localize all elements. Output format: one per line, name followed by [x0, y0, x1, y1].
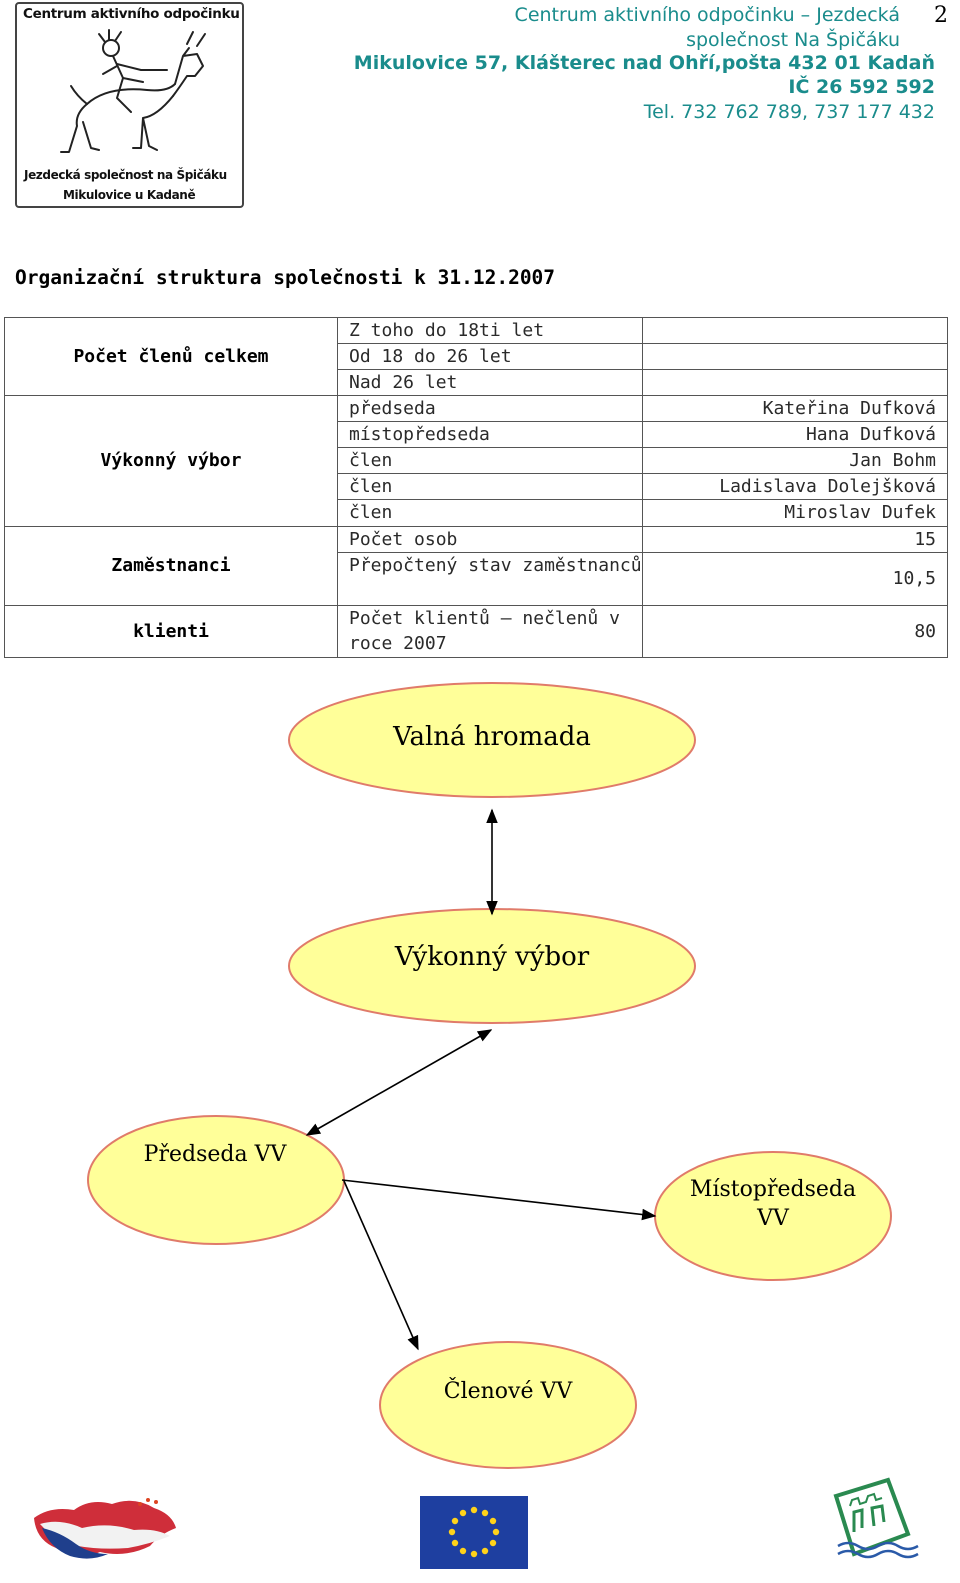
row-label-member-3: člen — [337, 499, 643, 527]
header-company-id: IČ 26 592 592 — [788, 76, 935, 98]
row-value-under-18 — [642, 317, 948, 344]
row-label-under-18: Z toho do 18ti let — [337, 317, 643, 344]
rider-on-donkey-illustration — [60, 29, 206, 153]
row-value-over-26 — [642, 369, 948, 396]
logo-bottom-line1: Jezdecká společnost na Špičáku — [24, 168, 227, 182]
group-members-total: Počet členů celkem — [4, 317, 338, 396]
group-employees: Zaměstnanci — [4, 526, 338, 606]
row-label-headcount: Počet osob — [337, 526, 643, 553]
logo-bottom-line2: Mikulovice u Kadaně — [63, 188, 196, 202]
logo-top-text: Centrum aktivního odpočinku — [23, 6, 240, 22]
group-clients: klienti — [4, 605, 338, 658]
header-phone: Tel. 732 762 789, 737 177 432 — [643, 101, 935, 123]
group-executive-board: Výkonný výbor — [4, 395, 338, 527]
row-value-member-2: Ladislava Dolejšková — [642, 473, 948, 500]
header-line-2: společnost Na Špičáku — [686, 29, 900, 51]
row-value-clients: 80 — [642, 605, 948, 658]
row-value-vice-chair: Hana Dufková — [642, 421, 948, 448]
header-address: Mikulovice 57, Klášterec nad Ohří,pošta … — [353, 52, 935, 74]
organization-table: Počet členů celkem Výkonný výbor Zaměstn… — [4, 317, 948, 658]
node-label-members: Členové VV — [443, 1379, 573, 1404]
node-label-chair: Předseda VV — [143, 1142, 287, 1167]
row-label-member-2: člen — [337, 473, 643, 500]
row-label-fte: Přepočtený stav zaměstnanců — [337, 552, 643, 606]
row-value-chair: Kateřina Dufková — [642, 395, 948, 422]
edge-board-chair — [305, 1029, 493, 1136]
header-line-1: Centrum aktivního odpočinku – Jezdecká — [514, 4, 900, 26]
company-logo: Centrum aktivního odpočinku Jezdecká spo… — [15, 2, 244, 208]
row-value-member-1: Jan Bohm — [642, 447, 948, 474]
regional-emblem-logo — [833, 1477, 919, 1559]
row-value-fte: 10,5 — [642, 552, 948, 606]
row-label-vice-chair: místopředseda — [337, 421, 643, 448]
row-label-chair: předseda — [337, 395, 643, 422]
node-label-vice-chair-line2: VV — [757, 1206, 789, 1231]
row-label-18-26: Od 18 do 26 let — [337, 343, 643, 370]
eu-flag-logo — [420, 1496, 528, 1569]
node-label-executive-board: Výkonný výbor — [394, 942, 590, 972]
node-general-assembly — [288, 682, 696, 798]
page-number: 2 — [934, 3, 948, 28]
document-title: Organizační struktura společnosti k 31.1… — [15, 266, 556, 289]
row-label-clients: Počet klientů – nečlenů v roce 2007 — [337, 605, 643, 658]
row-value-member-3: Miroslav Dufek — [642, 499, 948, 527]
czech-regions-logo — [34, 1498, 176, 1559]
row-value-headcount: 15 — [642, 526, 948, 553]
node-members — [379, 1341, 637, 1469]
node-label-general-assembly: Valná hromada — [393, 722, 591, 752]
org-chart-canvas — [87, 682, 892, 1469]
row-value-18-26 — [642, 343, 948, 370]
edge-chair-vice-chair — [341, 1179, 657, 1221]
edge-chair-members — [343, 1180, 419, 1351]
row-label-member-1: člen — [337, 447, 643, 474]
row-label-over-26: Nad 26 let — [337, 369, 643, 396]
node-label-vice-chair-line1: Místopředseda — [689, 1177, 857, 1202]
node-chair — [87, 1115, 345, 1245]
org-chart-diagram: Valná hromada Výkonný výbor Předseda VV … — [0, 660, 960, 1470]
